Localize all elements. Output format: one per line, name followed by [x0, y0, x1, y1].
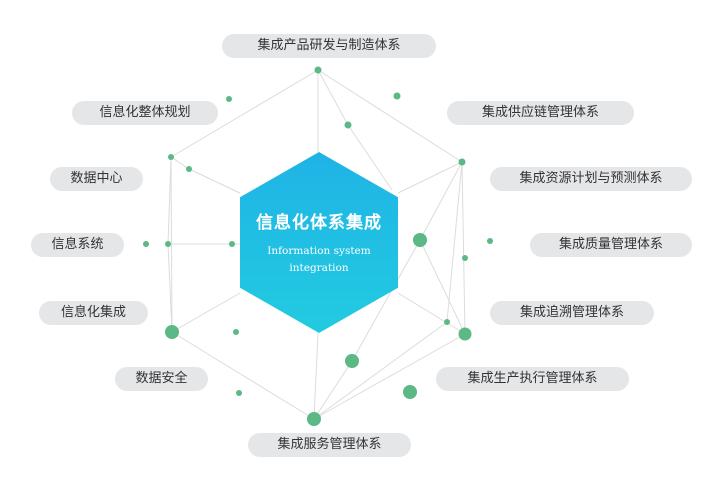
node-dot: [307, 412, 321, 426]
label-data-security: 数据安全: [115, 367, 208, 391]
center-title: 信息化体系集成: [256, 213, 382, 233]
node-dot: [186, 166, 192, 172]
center-subtitle-line2: integration: [289, 262, 349, 274]
node-dot: [344, 121, 352, 129]
label-overall-planning: 信息化整体规划: [72, 101, 218, 125]
node-dot: [229, 241, 235, 247]
node-dot: [165, 241, 171, 247]
node-dot: [345, 354, 359, 368]
label-information-integration: 信息化集成: [39, 301, 148, 325]
node-dot: [165, 325, 179, 339]
label-information-system: 信息系统: [31, 233, 124, 257]
node-dot: [413, 233, 427, 247]
node-dot: [168, 154, 174, 160]
node-dot: [236, 390, 242, 396]
label-supply-chain: 集成供应链管理体系: [447, 101, 634, 125]
center-subtitle-line1: Information system: [267, 245, 371, 257]
node-dot: [226, 96, 232, 102]
node-dot: [462, 255, 468, 261]
node-dot: [393, 92, 401, 100]
label-service-management: 集成服务管理体系: [248, 433, 411, 457]
node-dot: [143, 241, 149, 247]
node-dot: [233, 329, 239, 335]
label-quality-management: 集成质量管理体系: [530, 233, 692, 257]
node-dot: [487, 238, 493, 244]
node-dot: [314, 66, 322, 74]
label-product-rd-manufacturing: 集成产品研发与制造体系: [222, 34, 436, 58]
label-data-center: 数据中心: [50, 167, 143, 191]
label-production-execution: 集成生产执行管理体系: [436, 367, 629, 391]
node-dot: [458, 158, 466, 166]
label-traceability-management: 集成追溯管理体系: [490, 301, 654, 325]
node-dot: [403, 385, 417, 399]
node-dot: [458, 327, 472, 341]
label-resource-planning-forecast: 集成资源计划与预测体系: [490, 167, 692, 191]
node-dot: [444, 319, 450, 325]
